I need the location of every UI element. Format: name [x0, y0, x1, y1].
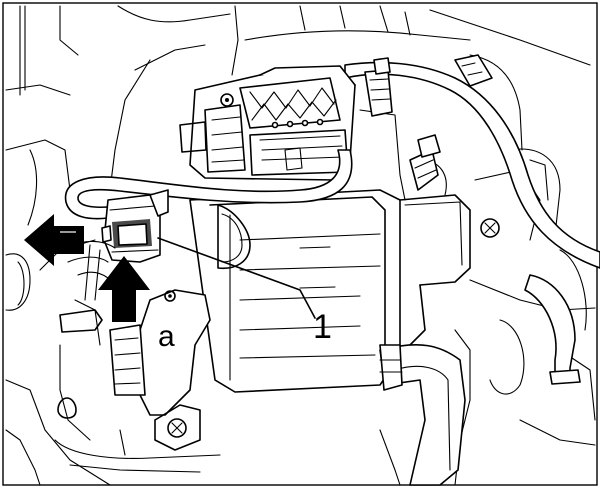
- arrow-up: [98, 256, 150, 322]
- screw-right: [480, 218, 500, 238]
- callout-label-1: 1: [313, 308, 332, 346]
- arrow-left: [24, 214, 84, 266]
- connector-plug: [101, 189, 169, 263]
- upper-module: [179, 65, 356, 181]
- leader-line-1: [157, 237, 316, 319]
- hose-lower-right: [379, 274, 581, 486]
- mounting-bracket: [57, 289, 211, 451]
- wiring-harness-main: [344, 54, 600, 269]
- small-wires-left: [59, 240, 116, 301]
- callout-label-a: a: [158, 320, 175, 353]
